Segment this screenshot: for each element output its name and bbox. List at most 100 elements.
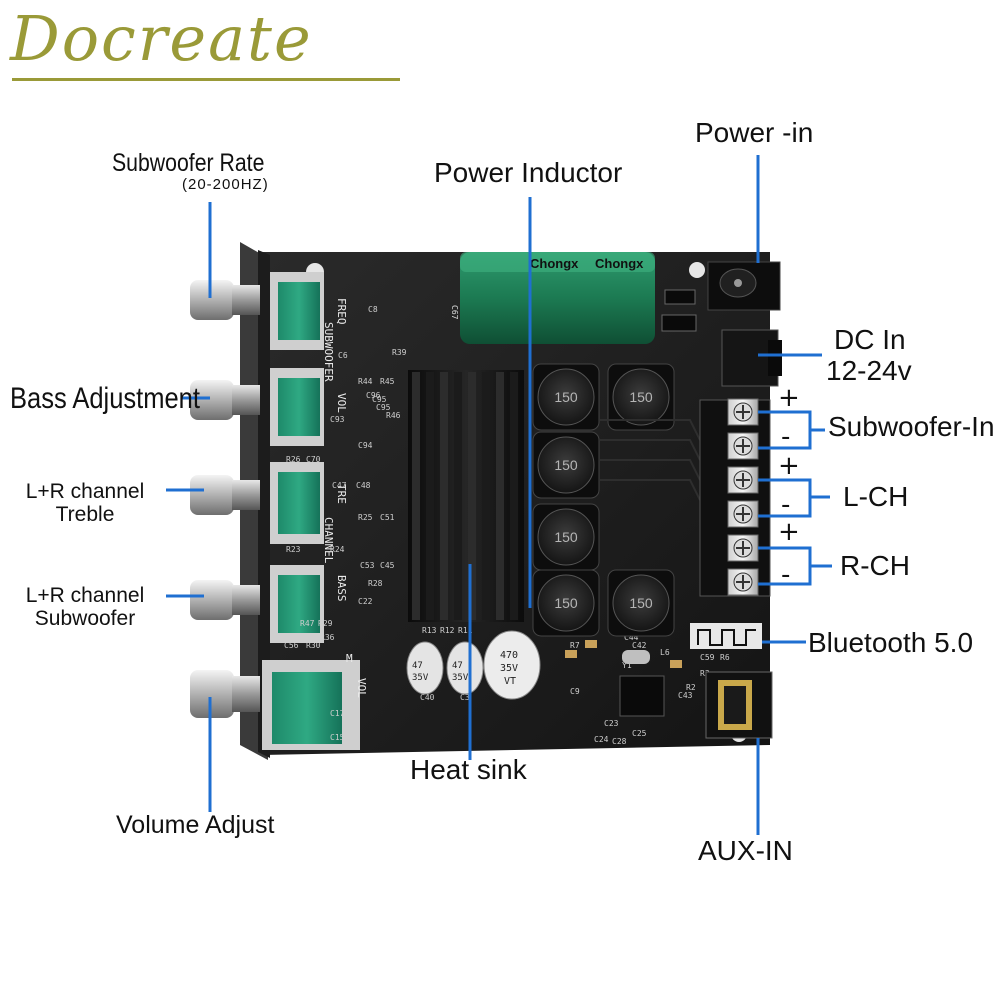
silkscreen-code: R39 <box>392 348 407 357</box>
silk-bass: BASS <box>335 575 348 602</box>
inductor: 150 <box>532 431 600 499</box>
silkscreen-code: C17 <box>330 709 345 718</box>
small-capacitor-2: 47 35V C3 <box>446 641 484 702</box>
heat-sink-fin <box>412 372 420 620</box>
silkscreen-code: R2 <box>686 683 696 692</box>
inductor: 150 <box>607 363 675 431</box>
heat-sink-fin <box>468 372 476 620</box>
silkscreen-code: C51 <box>380 513 395 522</box>
cap-brand-2: Chongx <box>595 256 644 271</box>
ic-chip <box>619 675 665 717</box>
inductor-value: 150 <box>629 389 653 405</box>
inductor-value: 150 <box>554 529 578 545</box>
silkscreen-code: R25 <box>358 513 373 522</box>
inductor: 150 <box>532 569 600 637</box>
label-bass-adjustment: Bass Adjustment <box>10 382 200 415</box>
label-lr-treble-line2: Treble <box>55 503 115 527</box>
terminal-sign-l-plus: + <box>778 451 800 481</box>
silkscreen-code: R3 <box>700 669 710 678</box>
terminal-screw[interactable] <box>727 432 759 460</box>
terminal-screw[interactable] <box>727 500 759 528</box>
knob-lr-subwoofer[interactable] <box>190 580 260 620</box>
silkscreen-code: R6 <box>720 653 730 662</box>
knob-volume[interactable] <box>190 670 260 718</box>
label-heat-sink: Heat sink <box>410 754 527 785</box>
inductor: 150 <box>532 503 600 571</box>
crystal <box>622 650 650 664</box>
terminal-sign-sub-minus: - <box>781 422 791 452</box>
knob-group <box>190 280 260 718</box>
silkscreen-code: R23 <box>286 545 301 554</box>
silkscreen-code: C8 <box>368 305 378 314</box>
inductor-value: 150 <box>554 389 578 405</box>
inductor-value: 150 <box>629 595 653 611</box>
terminal-sign-l-minus: - <box>781 490 791 520</box>
label-subwoofer-in: Subwoofer-In <box>828 411 995 442</box>
silkscreen-code: C49 <box>308 535 323 544</box>
label-dc-in-line2: 12-24v <box>826 354 912 386</box>
cap2-volt: 35V <box>452 673 469 683</box>
large-capacitor: 470 35V VT <box>483 630 541 700</box>
label-lr-subwoofer: L+R channel Subwoofer <box>14 584 156 630</box>
bigcap-value: 470 <box>500 650 518 661</box>
aux-jack[interactable] <box>705 671 773 739</box>
silkscreen-code: C22 <box>358 597 373 606</box>
cap-brand: Chongx <box>530 256 579 271</box>
label-subwoofer-rate-range: (20-200HZ) <box>182 176 269 193</box>
silkscreen-code: L6 <box>660 648 670 657</box>
dc-in-terminal[interactable] <box>721 329 782 387</box>
heat-sink-fin <box>426 372 434 620</box>
cap1-value: 47 <box>412 661 423 671</box>
silk-subwoofer: SUBWOOFER <box>322 322 335 382</box>
logo-underline <box>12 78 400 81</box>
label-dc-in-line1: DC In <box>834 324 906 355</box>
silkscreen-code: C25 <box>632 729 647 738</box>
label-lr-sub-line2: Subwoofer <box>34 607 136 631</box>
silkscreen-code: R28 <box>368 579 383 588</box>
silkscreen-code: C6 <box>338 351 348 360</box>
silkscreen-code: C96 <box>366 391 381 400</box>
silk-channel: CHANNEL <box>322 517 335 564</box>
potentiometers <box>262 272 360 750</box>
knob-treble[interactable] <box>190 475 260 515</box>
heat-sink-fin <box>496 372 504 620</box>
bigcap-volt: 35V <box>500 663 518 674</box>
terminal-sign-r-plus: + <box>778 517 800 547</box>
inductor-value: 150 <box>554 457 578 473</box>
heat-sink <box>408 370 524 622</box>
silkscreen-code: Y1 <box>622 661 632 670</box>
label-dc-in: DC In 12-24v <box>826 324 912 387</box>
cap1-code: C40 <box>420 693 435 702</box>
silkscreen-code: C95 <box>376 403 391 412</box>
power-jack[interactable] <box>707 261 781 311</box>
silk-tre: TRE <box>335 484 348 504</box>
silkscreen-code: C95 <box>372 395 387 404</box>
silkscreen-code: C9 <box>570 687 580 696</box>
small-capacitor-1: 47 35V C40 <box>406 641 444 702</box>
screw-terminal-block[interactable] <box>699 398 771 597</box>
knob-frequency[interactable] <box>190 280 260 320</box>
heat-sink-fin <box>482 372 490 620</box>
silkscreen-code: C45 <box>380 561 395 570</box>
terminal-sign-r-minus: - <box>781 560 791 590</box>
terminal-screw[interactable] <box>727 568 759 596</box>
knob-bass[interactable] <box>190 380 260 420</box>
terminal-screw[interactable] <box>727 398 759 426</box>
silkscreen-code: R26 <box>286 455 301 464</box>
bigcap-series: VT <box>504 676 516 687</box>
silkscreen-code: C48 <box>356 481 371 490</box>
silkscreen-code: R29 <box>318 619 333 628</box>
terminal-sign-sub-plus: + <box>778 383 800 413</box>
heat-sink-fin <box>510 372 518 620</box>
silkscreen-code: R12 <box>440 626 455 635</box>
silkscreen-code: C70 <box>306 455 321 464</box>
cap1-volt: 35V <box>412 673 429 683</box>
cap-mark: C67 <box>450 305 459 320</box>
silkscreen-code: R44 <box>358 377 373 386</box>
terminal-screw[interactable] <box>727 466 759 494</box>
label-r-ch: R-CH <box>840 550 910 581</box>
silkscreen-code: R46 <box>386 411 401 420</box>
inductor: 150 <box>532 363 600 431</box>
terminal-screw[interactable] <box>727 534 759 562</box>
